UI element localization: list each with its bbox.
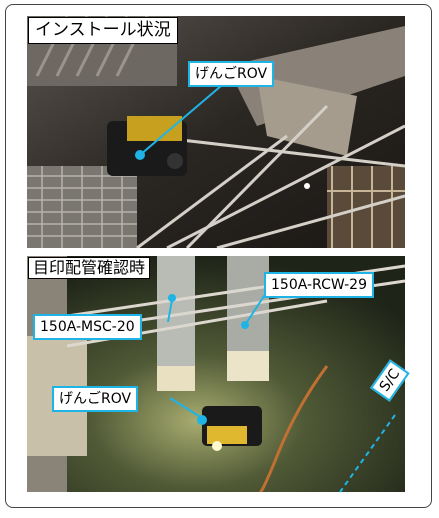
installation-photo	[27, 16, 405, 248]
bottom-panel-title: 目印配管確認時	[28, 257, 151, 279]
pipe-msc-label: 150A-MSC-20	[33, 314, 142, 340]
top-panel-title: インストール状況	[28, 17, 178, 44]
pipe-rcw-label: 150A-RCW-29	[264, 272, 374, 298]
rov-label-top: げんごROV	[188, 61, 275, 87]
rov-label-bottom: げんごROV	[52, 386, 139, 412]
